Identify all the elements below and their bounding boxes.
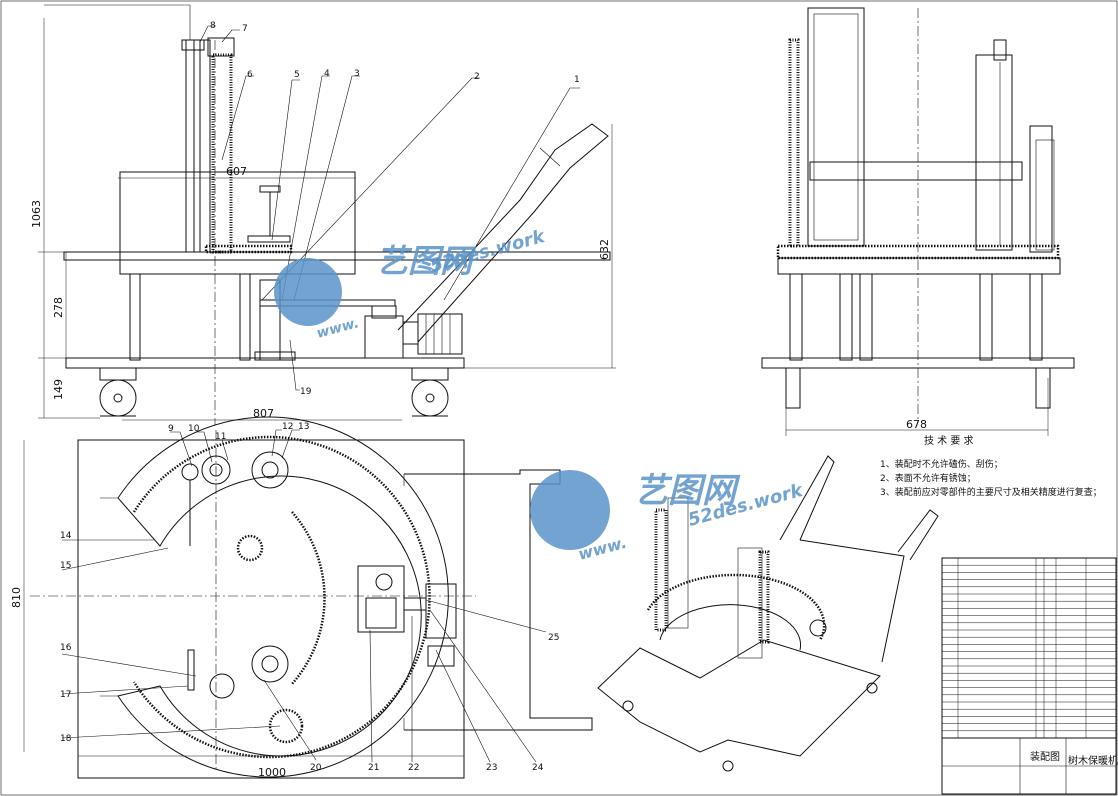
plan-view: 807 810 1000 9 10 11 12 13 14 15 16 17 1…: [10, 407, 593, 779]
tech-requirements-title: 技 术 要 求: [924, 434, 974, 447]
callout-19: 19: [300, 387, 312, 397]
caster-left: [99, 367, 137, 417]
watermark-brand-2: 艺图网: [634, 471, 741, 511]
callout-25: 25: [548, 633, 559, 643]
tech-requirements: 技 术 要 求 1、装配时不允许磕伤、刮伤； 2、表面不允许有锈蚀； 3、装配前…: [880, 434, 1102, 498]
callout-23: 23: [486, 763, 497, 773]
callout-4: 4: [324, 69, 330, 79]
callout-12: 12: [282, 422, 293, 432]
callout-9: 9: [168, 424, 174, 434]
caster-right: [411, 367, 449, 417]
dim-810: 810: [10, 587, 23, 608]
product-name: 树木保暖机: [1068, 754, 1118, 767]
dim-278: 278: [52, 297, 65, 318]
drawing-name: 装配图: [1030, 750, 1060, 763]
callout-18: 18: [60, 734, 72, 744]
dim-1063: 1063: [30, 200, 43, 228]
tech-item-1: 1、装配时不允许磕伤、刮伤；: [880, 458, 1003, 470]
dim-678: 678: [906, 418, 927, 431]
callout-24: 24: [532, 763, 544, 773]
tech-item-3: 3、装配前应对零部件的主要尺寸及相关精度进行复查；: [880, 486, 1102, 498]
tech-item-2: 2、表面不允许有锈蚀；: [880, 472, 976, 484]
dim-1000: 1000: [258, 766, 286, 779]
isometric-view: [597, 455, 939, 772]
callout-20: 20: [310, 763, 322, 773]
callout-11: 11: [215, 432, 226, 442]
dim-607: 607: [226, 165, 247, 178]
parts-list: [941, 557, 1117, 739]
callout-3: 3: [354, 69, 360, 79]
watermark-1: 艺图网 52des.work www.: [274, 226, 548, 342]
front-view: 1063 278 149 607 632 1 2 3 4 5 6 7 8 19: [30, 4, 616, 425]
dim-807: 807: [253, 407, 274, 420]
callout-7: 7: [242, 24, 248, 34]
callout-5: 5: [294, 70, 300, 80]
callout-15: 15: [60, 561, 71, 571]
title-block: 装配图 树木保暖机: [941, 737, 1118, 795]
callout-13: 13: [298, 422, 309, 432]
watermark-brand-1: 艺图网: [376, 242, 477, 280]
callout-1: 1: [574, 75, 580, 85]
callout-17: 17: [60, 690, 71, 700]
callout-21: 21: [368, 763, 379, 773]
dim-149: 149: [52, 379, 65, 400]
side-view: 678: [761, 7, 1075, 436]
callout-10: 10: [188, 424, 200, 434]
dim-632: 632: [598, 239, 611, 260]
callout-16: 16: [60, 643, 72, 653]
callout-14: 14: [60, 531, 72, 541]
callout-2: 2: [474, 72, 480, 82]
callout-6: 6: [247, 70, 253, 80]
watermark-url-1: 52des.work: [428, 226, 548, 277]
callout-22: 22: [408, 763, 419, 773]
callout-8: 8: [210, 21, 216, 31]
